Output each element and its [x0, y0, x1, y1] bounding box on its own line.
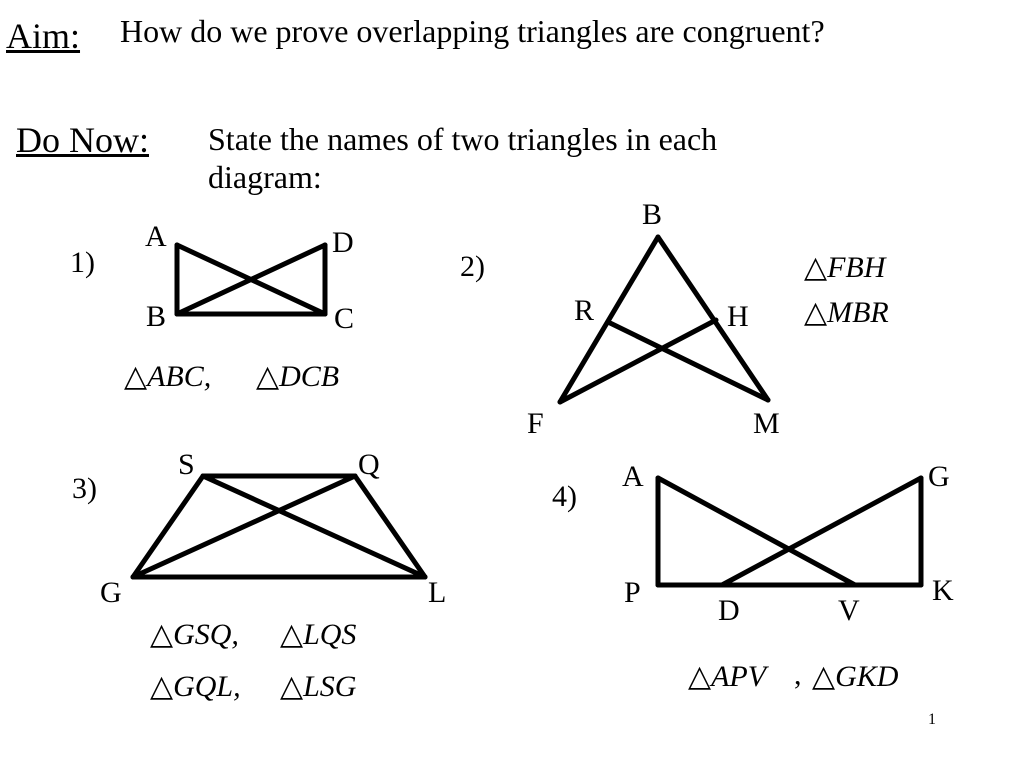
diagram-3-answer-4: △LSG	[280, 670, 357, 703]
diagram-1-figure	[174, 242, 328, 317]
diagram-2-answer-2: △MBR	[804, 296, 889, 329]
diagram-3-answer-3: △GQL,	[150, 670, 241, 703]
triangle-symbol: △	[124, 360, 148, 393]
aim-text: How do we prove overlapping triangles ar…	[120, 13, 825, 49]
segment-mr	[605, 319, 771, 403]
vertex-g-label: G	[100, 576, 122, 609]
diagram-1-number: 1)	[70, 246, 95, 279]
vertex-v-label: V	[838, 594, 860, 627]
vertex-p-label: P	[624, 576, 641, 609]
diagram-4-answer-2: △GKD	[812, 660, 899, 693]
vertex-l-label: L	[428, 576, 447, 609]
diagram-1-answer-2: △DCB	[256, 360, 340, 393]
diagram-4-figure	[655, 475, 924, 588]
aim-label: Aim:	[6, 16, 81, 56]
vertex-f-label: F	[527, 407, 544, 440]
diagram-4-answer-1: △APV	[688, 660, 767, 693]
vertex-d-label: D	[332, 226, 354, 259]
triangle-symbol: △	[804, 251, 828, 284]
vertex-g-label: G	[928, 460, 950, 493]
vertex-s-label: S	[178, 448, 195, 481]
vertex-a-label: A	[622, 460, 644, 493]
triangle-symbol: △	[280, 670, 304, 703]
vertex-m-label: M	[753, 407, 780, 440]
diagram-2-answer-1: △FBH	[804, 251, 886, 284]
vertex-k-label: K	[932, 574, 954, 607]
triangle-symbol: △	[150, 670, 174, 703]
vertex-h-label: H	[727, 300, 749, 333]
diagram-4-answer-separator: ,	[794, 658, 802, 691]
segment-ac	[174, 242, 328, 317]
triangle-symbol: △	[804, 296, 828, 329]
diagram-4-number: 4)	[552, 480, 577, 513]
vertex-d-label: D	[718, 594, 740, 627]
vertex-b-label: B	[642, 198, 663, 231]
diagram-1-answer-1: △ABC,	[124, 360, 212, 393]
segment-ql	[352, 473, 428, 580]
segment-bd	[174, 242, 328, 317]
do-now-label: Do Now:	[16, 120, 149, 160]
diagram-3-answer-2: △LQS	[280, 618, 357, 651]
triangle-symbol: △	[812, 660, 836, 693]
vertex-a-label: A	[145, 220, 167, 253]
segment-fh	[557, 317, 719, 405]
vertex-q-label: Q	[358, 448, 380, 481]
triangle-symbol: △	[688, 660, 712, 693]
page-number: 1	[928, 711, 936, 728]
segment-sl	[200, 473, 428, 580]
segment-gd	[719, 475, 924, 588]
do-now-text: State the names of two triangles in each…	[208, 121, 718, 196]
segment-av	[655, 475, 858, 588]
diagram-2-number: 2)	[460, 250, 485, 283]
segment-bm	[655, 234, 771, 403]
vertex-r-label: R	[574, 294, 595, 327]
diagram-3-answer-1: △GSQ,	[150, 618, 239, 651]
triangle-symbol: △	[150, 618, 174, 651]
vertex-b-label: B	[146, 300, 167, 333]
segment-sg	[130, 473, 206, 580]
diagram-3-figure	[130, 473, 428, 580]
diagram-3-number: 3)	[72, 472, 97, 505]
triangle-symbol: △	[280, 618, 304, 651]
triangle-symbol: △	[256, 360, 280, 393]
segment-qg	[130, 473, 358, 580]
vertex-c-label: C	[334, 302, 355, 335]
